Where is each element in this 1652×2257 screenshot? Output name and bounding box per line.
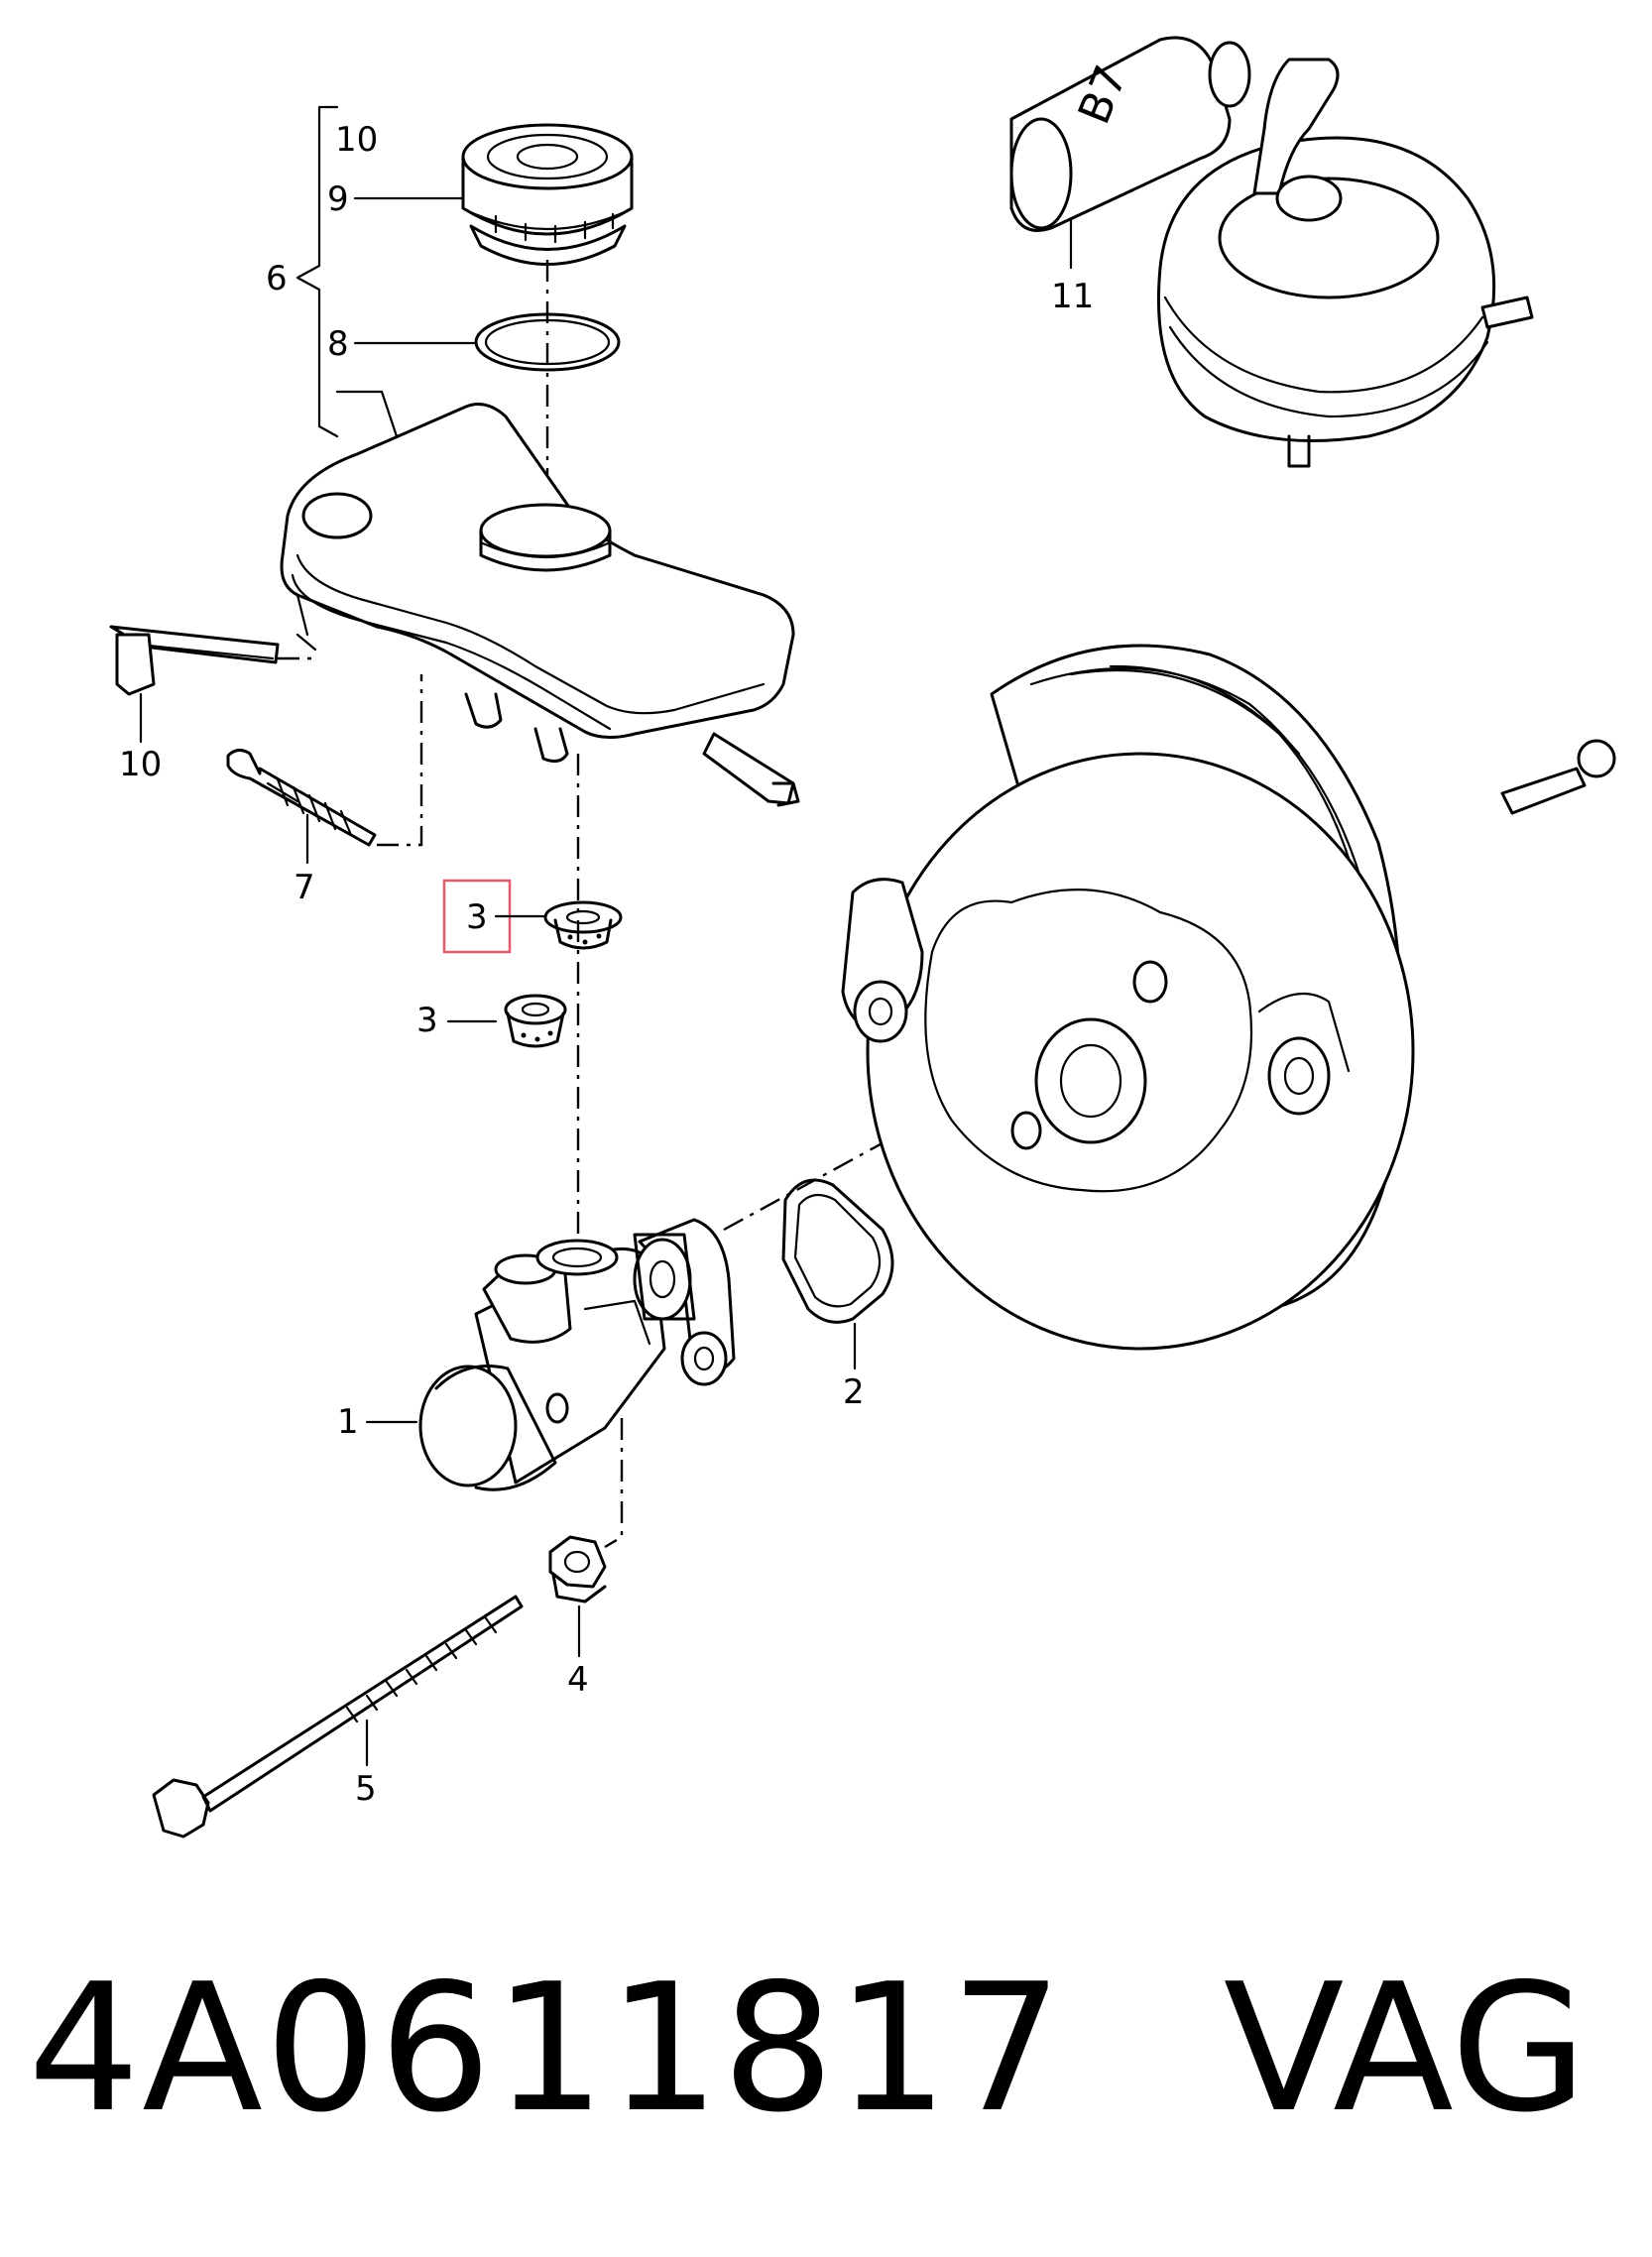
label-8: 8: [327, 324, 349, 364]
retaining-pin: [226, 674, 423, 847]
axis-stud: [604, 1418, 624, 1549]
group-6-bracket: 6: [266, 105, 339, 438]
hex-nut: [548, 1535, 607, 1604]
label-3: 3: [416, 1001, 438, 1040]
fluid-reservoir: [280, 390, 800, 807]
label-7: 7: [294, 868, 315, 907]
label-6: 6: [266, 259, 288, 298]
label-1: 1: [337, 1402, 359, 1442]
label-9: 9: [327, 179, 349, 219]
brake-booster: [841, 644, 1616, 1351]
label-3-highlighted: 3: [466, 897, 488, 937]
label-2: 2: [843, 1372, 865, 1412]
mounting-bolt: [152, 1595, 524, 1839]
label-10: 10: [119, 745, 162, 784]
part-number: 4A0611817: [28, 1945, 1065, 2151]
label-10-top: 10: [335, 120, 378, 160]
warning-sensor-plug: [109, 625, 315, 696]
booster-gasket: [781, 1178, 894, 1324]
label-11: 11: [1051, 277, 1094, 316]
seal-grommet-lower: [504, 994, 567, 1048]
reservoir-cap: [461, 123, 634, 266]
seal-grommet-upper: [543, 900, 623, 950]
brake-master-cylinder: [418, 1218, 736, 1491]
label-5: 5: [355, 1769, 377, 1809]
brand-name: VAG: [1223, 1945, 1588, 2151]
booster-sensor-assembly: B7: [1009, 36, 1534, 468]
part-footer: 4A0611817 VAG: [28, 1934, 1614, 2162]
exploded-parts-diagram: 6 10 9 8: [109, 36, 1616, 1839]
label-4: 4: [567, 1660, 589, 1700]
